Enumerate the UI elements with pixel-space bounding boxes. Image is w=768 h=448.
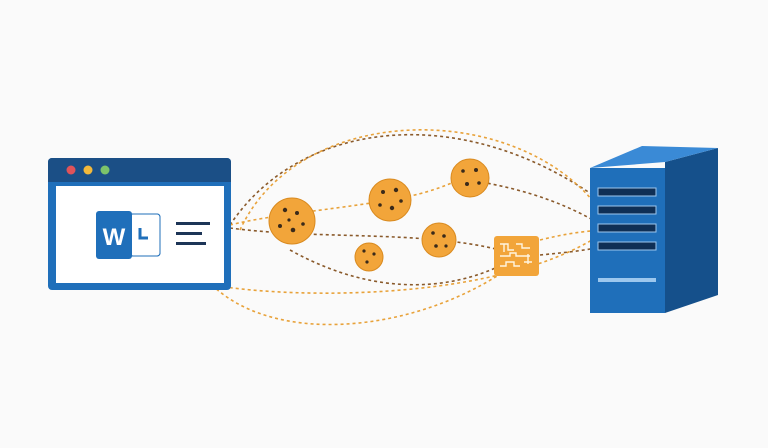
cookie-icon — [354, 242, 384, 272]
text-lines-icon — [176, 222, 210, 245]
server-slot-light — [598, 278, 656, 282]
maximize-dot — [100, 165, 110, 175]
path-token-arc — [289, 249, 516, 286]
server-tower-icon — [590, 146, 718, 313]
cookie-icon — [450, 158, 490, 198]
cookie-icon — [268, 197, 316, 245]
cookies — [268, 158, 490, 272]
word-letter: W — [103, 224, 126, 251]
browser-window: W — [48, 158, 231, 290]
cookie-icon — [368, 178, 412, 222]
server-slot — [597, 241, 657, 251]
server-slot — [597, 223, 657, 233]
server-slot — [597, 187, 657, 197]
server-slot — [597, 205, 657, 215]
server-top — [590, 146, 718, 168]
path-browser-cookie-chain — [229, 176, 471, 226]
close-dot — [66, 165, 76, 175]
word-document-icon: W — [96, 211, 161, 259]
cookie-icon — [421, 222, 457, 258]
path-browser-mid — [229, 227, 501, 251]
path-browser-low — [211, 259, 521, 326]
encrypted-token-icon — [494, 236, 539, 276]
path-browser-to-cookie-top — [229, 133, 601, 226]
path-cookie-to-server — [469, 179, 611, 231]
minimize-dot — [83, 165, 93, 175]
server-side — [665, 148, 718, 313]
